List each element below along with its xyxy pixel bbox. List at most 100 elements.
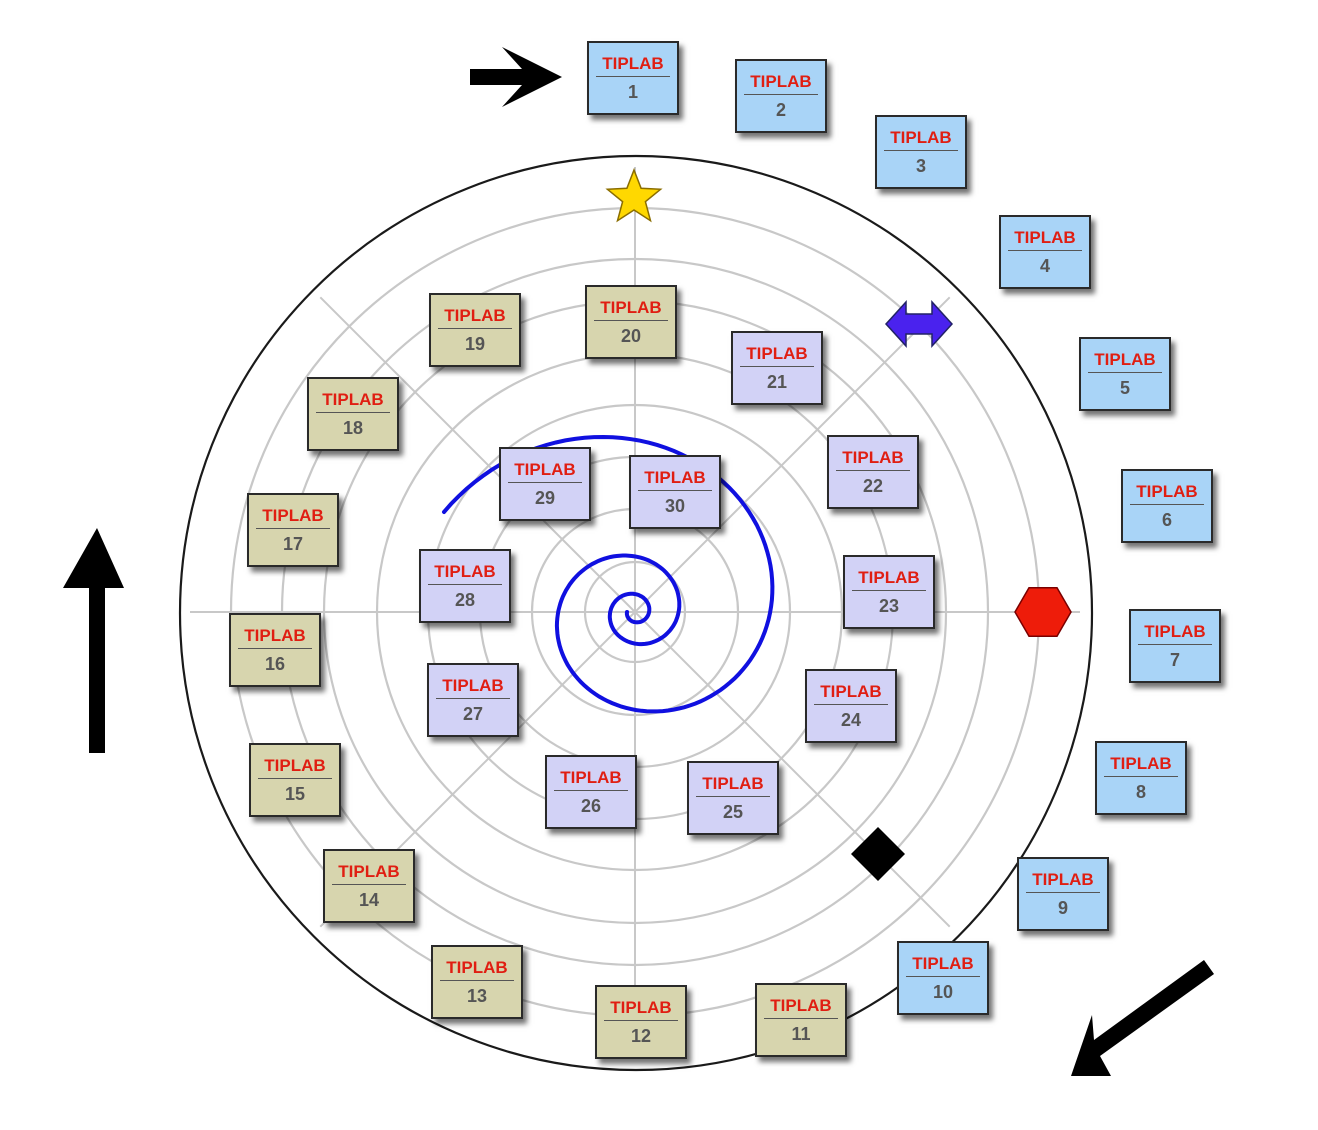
tile-title: TIPLAB — [604, 998, 678, 1021]
tile-30[interactable]: TIPLAB 30 — [629, 455, 721, 529]
tile-title: TIPLAB — [436, 676, 510, 699]
tile-number: 9 — [1057, 898, 1068, 918]
tile-26[interactable]: TIPLAB 26 — [545, 755, 637, 829]
tile-number: 17 — [282, 534, 304, 554]
tile-number: 3 — [915, 156, 926, 176]
tile-number: 25 — [722, 802, 744, 822]
tile-12[interactable]: TIPLAB 12 — [595, 985, 687, 1059]
tile-number: 22 — [862, 476, 884, 496]
tile-title: TIPLAB — [764, 996, 838, 1019]
tile-25[interactable]: TIPLAB 25 — [687, 761, 779, 835]
spiral-line — [442, 434, 775, 714]
tile-title: TIPLAB — [1026, 870, 1100, 893]
tile-27[interactable]: TIPLAB 27 — [427, 663, 519, 737]
arrow-up-icon — [63, 528, 124, 753]
tile-number: 14 — [358, 890, 380, 910]
tile-title: TIPLAB — [836, 448, 910, 471]
tile-9[interactable]: TIPLAB 9 — [1017, 857, 1109, 931]
tile-title: TIPLAB — [740, 344, 814, 367]
tile-title: TIPLAB — [554, 768, 628, 791]
tile-number: 15 — [284, 784, 306, 804]
tile-title: TIPLAB — [852, 568, 926, 591]
tile-number: 6 — [1161, 510, 1172, 530]
tile-title: TIPLAB — [1088, 350, 1162, 373]
grid-spoke — [319, 296, 636, 613]
arrow-down-left-icon — [1071, 960, 1214, 1076]
grid-spoke — [634, 296, 951, 613]
tile-number: 29 — [534, 488, 556, 508]
tile-number: 2 — [775, 100, 786, 120]
tile-number: 7 — [1169, 650, 1180, 670]
tile-title: TIPLAB — [696, 774, 770, 797]
tile-number: 27 — [462, 704, 484, 724]
tile-title: TIPLAB — [814, 682, 888, 705]
tile-15[interactable]: TIPLAB 15 — [249, 743, 341, 817]
tile-title: TIPLAB — [332, 862, 406, 885]
tile-14[interactable]: TIPLAB 14 — [323, 849, 415, 923]
tile-1[interactable]: TIPLAB 1 — [587, 41, 679, 115]
tile-title: TIPLAB — [428, 562, 502, 585]
star-icon — [605, 167, 663, 223]
tile-title: TIPLAB — [238, 626, 312, 649]
tile-2[interactable]: TIPLAB 2 — [735, 59, 827, 133]
tile-title: TIPLAB — [1104, 754, 1178, 777]
tile-number: 19 — [464, 334, 486, 354]
tile-title: TIPLAB — [884, 128, 958, 151]
tile-7[interactable]: TIPLAB 7 — [1129, 609, 1221, 683]
tile-6[interactable]: TIPLAB 6 — [1121, 469, 1213, 543]
tile-title: TIPLAB — [744, 72, 818, 95]
tile-number: 20 — [620, 326, 642, 346]
tile-number: 12 — [630, 1026, 652, 1046]
tile-17[interactable]: TIPLAB 17 — [247, 493, 339, 567]
tile-16[interactable]: TIPLAB 16 — [229, 613, 321, 687]
tile-11[interactable]: TIPLAB 11 — [755, 983, 847, 1057]
tile-4[interactable]: TIPLAB 4 — [999, 215, 1091, 289]
arrow-right-icon — [470, 47, 562, 107]
tile-22[interactable]: TIPLAB 22 — [827, 435, 919, 509]
diamond-icon — [851, 827, 905, 881]
tile-number: 1 — [627, 82, 638, 102]
tile-title: TIPLAB — [1008, 228, 1082, 251]
tile-29[interactable]: TIPLAB 29 — [499, 447, 591, 521]
outer-ring — [178, 154, 1094, 1072]
tile-number: 28 — [454, 590, 476, 610]
tile-number: 13 — [466, 986, 488, 1006]
tile-20[interactable]: TIPLAB 20 — [585, 285, 677, 359]
tile-number: 16 — [264, 654, 286, 674]
tile-number: 8 — [1135, 782, 1146, 802]
tile-8[interactable]: TIPLAB 8 — [1095, 741, 1187, 815]
tile-number: 5 — [1119, 378, 1130, 398]
tile-title: TIPLAB — [316, 390, 390, 413]
tile-title: TIPLAB — [594, 298, 668, 321]
tile-3[interactable]: TIPLAB 3 — [875, 115, 967, 189]
tile-number: 21 — [766, 372, 788, 392]
tile-18[interactable]: TIPLAB 18 — [307, 377, 399, 451]
tile-title: TIPLAB — [596, 54, 670, 77]
double-arrow-icon — [884, 300, 954, 348]
tile-5[interactable]: TIPLAB 5 — [1079, 337, 1171, 411]
tile-title: TIPLAB — [508, 460, 582, 483]
grid-spoke — [634, 611, 951, 928]
tile-number: 18 — [342, 418, 364, 438]
tile-title: TIPLAB — [258, 756, 332, 779]
tile-number: 30 — [664, 496, 686, 516]
hexagon-icon — [1014, 587, 1072, 637]
tile-number: 11 — [791, 1024, 811, 1044]
tile-21[interactable]: TIPLAB 21 — [731, 331, 823, 405]
tile-number: 26 — [580, 796, 602, 816]
tile-title: TIPLAB — [1130, 482, 1204, 505]
tile-number: 4 — [1039, 256, 1050, 276]
tile-28[interactable]: TIPLAB 28 — [419, 549, 511, 623]
tile-title: TIPLAB — [1138, 622, 1212, 645]
tile-title: TIPLAB — [638, 468, 712, 491]
tile-number: 10 — [932, 982, 954, 1002]
tile-23[interactable]: TIPLAB 23 — [843, 555, 935, 629]
tile-title: TIPLAB — [256, 506, 330, 529]
tile-number: 23 — [878, 596, 900, 616]
